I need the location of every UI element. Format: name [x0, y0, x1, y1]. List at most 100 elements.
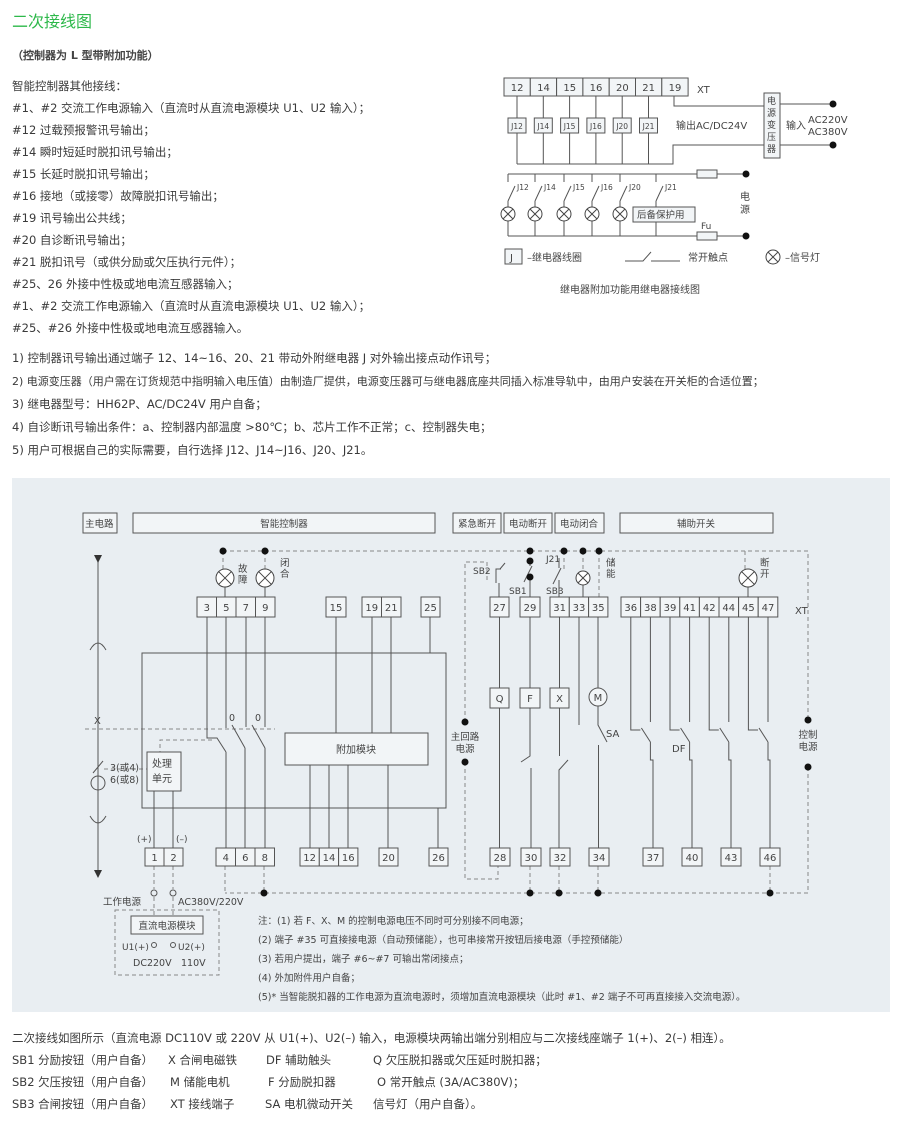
terminal-label: 20 [616, 83, 629, 94]
terminal-43 [720, 847, 742, 867]
header-main-circuit-label: 主电路 [85, 518, 114, 530]
fuse-label: Fu [701, 222, 711, 232]
diagram-note: (4) 外加附件用户自备； [258, 972, 360, 984]
terminal-46 [759, 847, 781, 867]
junction-dot [219, 547, 227, 555]
terminal-label: 45 [742, 603, 755, 614]
signal-lamp-icon [215, 568, 235, 588]
legend-lamp-label: –信号灯 [785, 252, 820, 264]
zero-label: 0 [229, 713, 235, 724]
u1-label: U1(+) [122, 943, 149, 953]
power-dot [742, 232, 750, 240]
relay-coil [639, 117, 658, 134]
sa-label: SA [606, 729, 620, 740]
terminal-37 [642, 847, 664, 867]
processing-unit [146, 751, 182, 792]
terminal-label: 21 [385, 603, 398, 614]
terminal-34 [588, 847, 610, 867]
wiring-list-item: #1、#2 交流工作电源输入（直流时从直流电源模块 U1、U2 输入）； [12, 101, 371, 115]
relay-coil [533, 117, 553, 134]
wiring-list-item: #25、#26 外接中性极或地电流互感器输入。 [12, 321, 249, 335]
terminal-label: 14 [537, 83, 550, 94]
diagram-note: 注：(1) 若 F、X、M 的控制电源电压不同时可分别接不同电源； [258, 915, 529, 927]
df-label: DF [672, 744, 686, 755]
signal-lamp-icon [255, 568, 275, 588]
relay-coil [507, 117, 527, 134]
terminal-35 [588, 596, 609, 618]
terminal-label: 4 [223, 853, 229, 864]
junction-dot [766, 889, 774, 897]
terminal-26 [428, 847, 449, 867]
terminal-label: 34 [593, 853, 606, 864]
header-controller-label: 智能控制器 [260, 518, 308, 530]
power-transformer [763, 92, 781, 159]
diagram-note: (2) 端子 #35 可直接接电源（自动预储能），也可串接常开按钮后接电源（手控… [258, 934, 628, 946]
legend-item: XT 接线端子 [170, 1097, 235, 1111]
terminal-label: 19 [669, 83, 682, 94]
m-label: M [594, 693, 603, 704]
header-emergency-off-label: 紧急断开 [458, 518, 497, 530]
terminal-19 [661, 77, 689, 97]
legend-item: SB2 欠压按钮（用户自备） [12, 1075, 154, 1089]
xt-label: XT [697, 85, 711, 96]
legend-coil-symbol [504, 248, 523, 265]
transformer-label: 电 源 变 压 器 [767, 95, 779, 155]
legend-item: M 储能电机 [170, 1075, 230, 1089]
control-power-label: 控制电源 [798, 729, 818, 753]
lamp-charge-label: 储能 [606, 557, 616, 580]
footer-intro: 二次接线如图所示（直流电源 DC110V 或 220V 从 U1(+)、U2(–… [12, 1031, 731, 1045]
terminal-label: 33 [573, 603, 586, 614]
signal-lamps [215, 568, 758, 588]
terminal-label: 36 [624, 603, 637, 614]
legend-item: X 合闸电磁铁 [168, 1053, 238, 1067]
terminal-label: 14 [323, 853, 336, 864]
dc-module-dashed-box [114, 909, 220, 976]
minus-label: (–) [176, 835, 188, 845]
legend-contact-symbol [625, 251, 680, 262]
lamp-closed-label: 闭合 [280, 557, 290, 580]
wiring-list-item: 智能控制器其他接线： [12, 79, 127, 93]
junction-dot [526, 889, 534, 897]
terminal-label: 26 [432, 853, 445, 864]
junction-dot [804, 716, 812, 724]
terminal-label: 20 [382, 853, 395, 864]
junction-dot [579, 547, 587, 555]
legend-item: F 分励脱扣器 [268, 1075, 336, 1089]
header-aux-switch [619, 512, 774, 534]
contact-label: J16 [600, 183, 613, 192]
undervoltage-release-q [489, 687, 510, 709]
header-electric-off [503, 512, 553, 534]
legend-item: SA 电机微动开关 [265, 1097, 354, 1111]
page-title: 二次接线图 [12, 12, 93, 31]
lamp-fault-label: 故障 [238, 563, 248, 586]
ac380-label: AC380V [808, 127, 848, 138]
terminal-label: 12 [511, 83, 524, 94]
terminal-47 [757, 596, 779, 618]
junction-dot [526, 547, 534, 555]
header-main-circuit [82, 512, 118, 534]
contact-label: J12 [516, 183, 529, 192]
current-transformer [90, 775, 106, 791]
ac220-label: AC220V [808, 115, 848, 126]
relay-diagram-caption: 继电器附加功能用继电器接线图 [560, 283, 700, 296]
header-controller [132, 512, 436, 534]
legend-item: Q 欠压脱扣器或欠压延时脱扣器； [373, 1053, 547, 1067]
junction-dot [804, 763, 812, 771]
breaker-arc [89, 642, 107, 824]
legend-item: SB1 分励按钮（用户自备） [12, 1053, 154, 1067]
terminal-20 [378, 847, 399, 867]
additional-module [284, 732, 429, 766]
junction-dot [555, 889, 563, 897]
sb1-label: SB1 [509, 587, 527, 597]
terminal-label: 9 [262, 603, 268, 614]
coil-label: J21 [642, 122, 655, 131]
terminal-label: 30 [525, 853, 538, 864]
processing-unit-label: 处理 单元 [152, 758, 175, 785]
terminal-29 [519, 596, 541, 618]
controller-box [141, 652, 447, 809]
terminal-label: 35 [592, 603, 605, 614]
main-wiring-diagram: 主电路 智能控制器 紧急断开 电动断开 电动闭合 辅助开关 X 3(或4) 6(… [82, 512, 818, 1003]
terminal-label: 37 [647, 853, 660, 864]
terminal-label: 6 [242, 853, 248, 864]
junction-dot [526, 557, 534, 565]
